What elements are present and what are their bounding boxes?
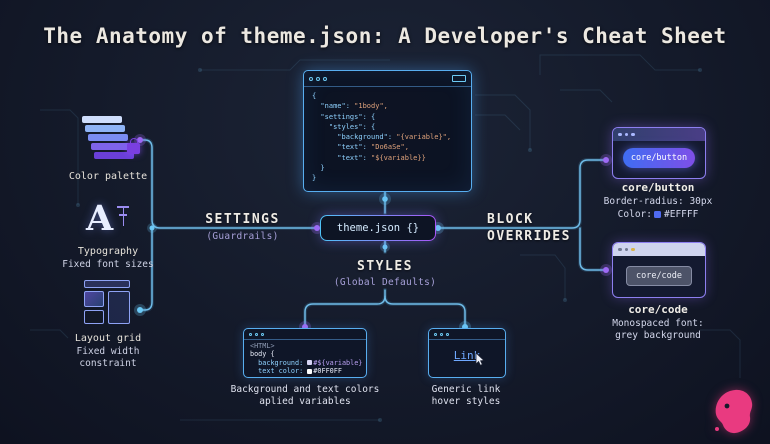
color-swatch (654, 211, 661, 218)
styles-code-caption-2: aplied variables (259, 396, 351, 407)
code-line: "settings": { (312, 112, 376, 121)
link-caption-2: hover styles (431, 396, 501, 407)
core-button-color-prop: Color:#EFFFF (617, 209, 699, 220)
core-code-desc-2: grey background (615, 330, 701, 341)
lock-icon (127, 138, 140, 154)
color-palette-label: Color palette (68, 171, 148, 182)
background-swatch (307, 360, 313, 366)
layout-grid-icon (84, 280, 132, 328)
text-color-swatch (307, 368, 313, 374)
window-title-bar (613, 128, 705, 141)
page-title: The Anatomy of theme.json: A Developer's… (43, 24, 727, 48)
code-line: "background": "{variable}", (312, 133, 452, 142)
code-line: <HTML> (250, 342, 275, 350)
code-line: "styles": { (312, 122, 376, 131)
window-control-dots (309, 76, 313, 81)
window-title-bar (613, 243, 705, 256)
window-title-bar (429, 329, 505, 340)
link-example[interactable]: Link (453, 349, 481, 362)
text-height-icon (117, 206, 131, 228)
window-title-bar (244, 329, 366, 340)
theme-json-node: theme.json {} (320, 215, 436, 241)
core-button-window: core/button (612, 127, 706, 179)
settings-branch-sublabel: (Guardrails) (206, 231, 279, 242)
code-line: "text": "${variable}} (312, 153, 426, 162)
layout-grid-label: Layout grid (74, 333, 142, 344)
styles-branch-label: STYLES (357, 259, 413, 274)
window-control-dots (434, 332, 437, 336)
settings-branch-label: SETTINGS (205, 212, 280, 227)
code-line: text color: #0FF0FF (250, 367, 342, 376)
core-code-preview[interactable]: core/code (626, 266, 692, 286)
styles-code-caption-1: Background and text colors (230, 384, 380, 395)
window-control-dots (618, 132, 622, 137)
styles-branch-sublabel: (Global Defaults) (333, 277, 437, 288)
pink-logo (715, 389, 753, 434)
code-line: } (312, 174, 317, 183)
block-overrides-label: BLOCK OVERRIDES (487, 212, 571, 244)
code-line: } (312, 164, 325, 173)
theme-json-window: { "name": "1body", "settings": { "styles… (303, 70, 472, 192)
styles-code-window: <HTML> body { background: #${variable} t… (243, 328, 367, 378)
core-button-radius-prop: Border-radius: 30px (603, 196, 713, 207)
core-code-window: core/code (612, 242, 706, 298)
code-line: "name": "1body", (312, 102, 388, 111)
link-hover-window: Link (428, 328, 506, 378)
node-label: theme.json {} (336, 222, 420, 234)
core-button-preview[interactable]: core/button (623, 148, 695, 168)
code-line: "text": "Do6aSe", (312, 143, 409, 152)
window-bar-widget (452, 75, 466, 82)
typography-sublabel: Fixed font sizes (62, 259, 154, 270)
typography-icon: A (86, 198, 114, 239)
window-control-dots (249, 332, 252, 336)
json-code-block: { "name": "1body", "settings": { "styles… (304, 87, 471, 188)
typography-label: Typography (77, 246, 139, 257)
window-title-bar (304, 71, 471, 87)
code-line: { (312, 92, 317, 100)
core-code-desc-1: Monospaced font: (612, 318, 704, 329)
core-code-title: core/code (628, 303, 688, 316)
connector-dots (134, 134, 612, 333)
link-caption-1: Generic link (431, 384, 501, 395)
layout-grid-sublabel: Fixed width constraint (76, 346, 140, 369)
color-palette-icon (82, 116, 140, 166)
core-button-title: core/button (621, 181, 695, 194)
css-code-block: <HTML> body { background: #${variable} t… (244, 340, 366, 378)
code-line: body { (250, 350, 275, 359)
cursor-icon (475, 353, 485, 366)
window-control-dots (618, 247, 622, 252)
code-line: background: #${variable} (250, 358, 363, 367)
